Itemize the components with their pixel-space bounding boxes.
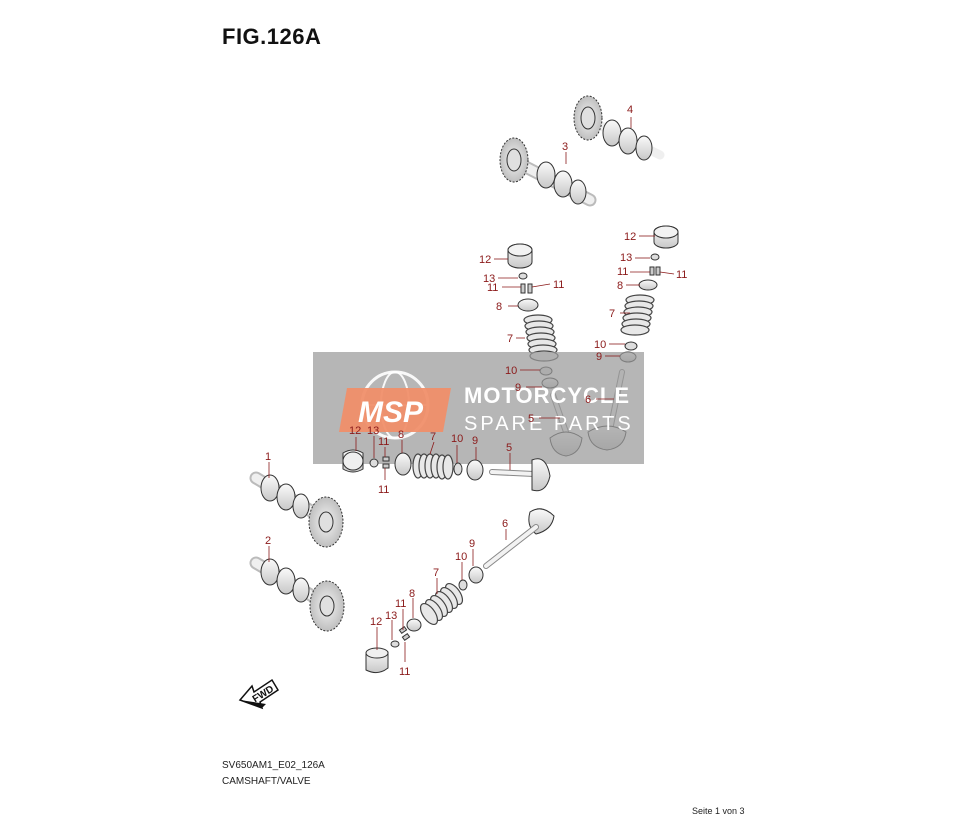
- callout-11-horizontal-a: 11: [378, 436, 389, 448]
- camshaft-2: [249, 556, 345, 632]
- callout-10-horizontal: 10: [451, 433, 463, 445]
- callout-12-upper-middle: 12: [479, 254, 491, 266]
- figure-title: FIG.126A: [222, 24, 322, 49]
- callout-7-upper-middle: 7: [507, 333, 513, 345]
- callout-11-upper-middle-a: 11: [487, 282, 498, 294]
- valve-assembly-horizontal: [342, 449, 551, 492]
- callout-12-horizontal: 12: [349, 425, 361, 437]
- callout-13-horizontal: 13: [367, 425, 379, 437]
- callout-9-horizontal: 9: [472, 435, 478, 447]
- callout-13-upper-right: 13: [620, 252, 632, 264]
- callout-6-lower: 6: [502, 518, 508, 530]
- callout-9-upper-right: 9: [596, 351, 602, 363]
- camshaft-3: [499, 137, 597, 207]
- callout-11-upper-right-b: 11: [676, 269, 687, 281]
- callout-10-upper-middle: 10: [505, 365, 517, 377]
- page-info: Seite 1 von 3: [692, 806, 745, 816]
- callout-numbers: 4 3 12 13 11 11 8 7 10 9 6 12 13 11 11 8…: [265, 104, 687, 678]
- callout-13-upper-middle: 13: [483, 273, 495, 285]
- callout-6-upper-right: 6: [585, 394, 591, 406]
- callout-11-horizontal-b: 11: [378, 484, 389, 496]
- callout-8-lower: 8: [409, 588, 415, 600]
- watermark-line1: MOTORCYCLE: [464, 383, 630, 408]
- callout-10-upper-right: 10: [594, 339, 606, 351]
- camshaft-1: [249, 471, 344, 548]
- callout-1: 1: [265, 451, 271, 463]
- model-code: SV650AM1_E02_126A: [222, 760, 325, 771]
- fwd-arrow-icon: FWD: [238, 678, 280, 710]
- camshaft-4: [573, 95, 665, 161]
- callout-11-upper-right-a: 11: [617, 266, 628, 278]
- watermark-logo: MSP: [358, 396, 424, 429]
- callout-7-lower: 7: [433, 567, 439, 579]
- valve-assembly-lower: [365, 508, 555, 674]
- callout-8-horizontal: 8: [398, 429, 404, 441]
- callout-10-lower: 10: [455, 551, 467, 563]
- callout-11-upper-middle-b: 11: [553, 279, 564, 291]
- callout-11-lower-b: 11: [399, 666, 410, 678]
- callout-9-upper-middle: 9: [515, 382, 521, 394]
- callout-3: 3: [562, 141, 568, 153]
- leader-lines: [268, 117, 675, 662]
- callout-12-lower: 12: [370, 616, 382, 628]
- callout-5-horizontal: 5: [506, 442, 512, 454]
- callout-8-upper-middle: 8: [496, 301, 502, 313]
- callout-12-upper-right: 12: [624, 231, 636, 243]
- watermark: MSP MOTORCYCLE SPARE PARTS: [313, 352, 644, 464]
- callout-7-upper-right: 7: [609, 308, 615, 320]
- callout-11-lower-a: 11: [395, 598, 406, 610]
- callout-13-lower: 13: [385, 610, 397, 622]
- callout-9-lower: 9: [469, 538, 475, 550]
- watermark-line2: SPARE PARTS: [464, 413, 634, 435]
- callout-5-upper-middle: 5: [528, 413, 534, 425]
- callout-7-horizontal: 7: [430, 431, 436, 443]
- callout-2: 2: [265, 535, 271, 547]
- callout-4: 4: [627, 104, 633, 116]
- callout-8-upper-right: 8: [617, 280, 623, 292]
- section-name: CAMSHAFT/VALVE: [222, 776, 311, 787]
